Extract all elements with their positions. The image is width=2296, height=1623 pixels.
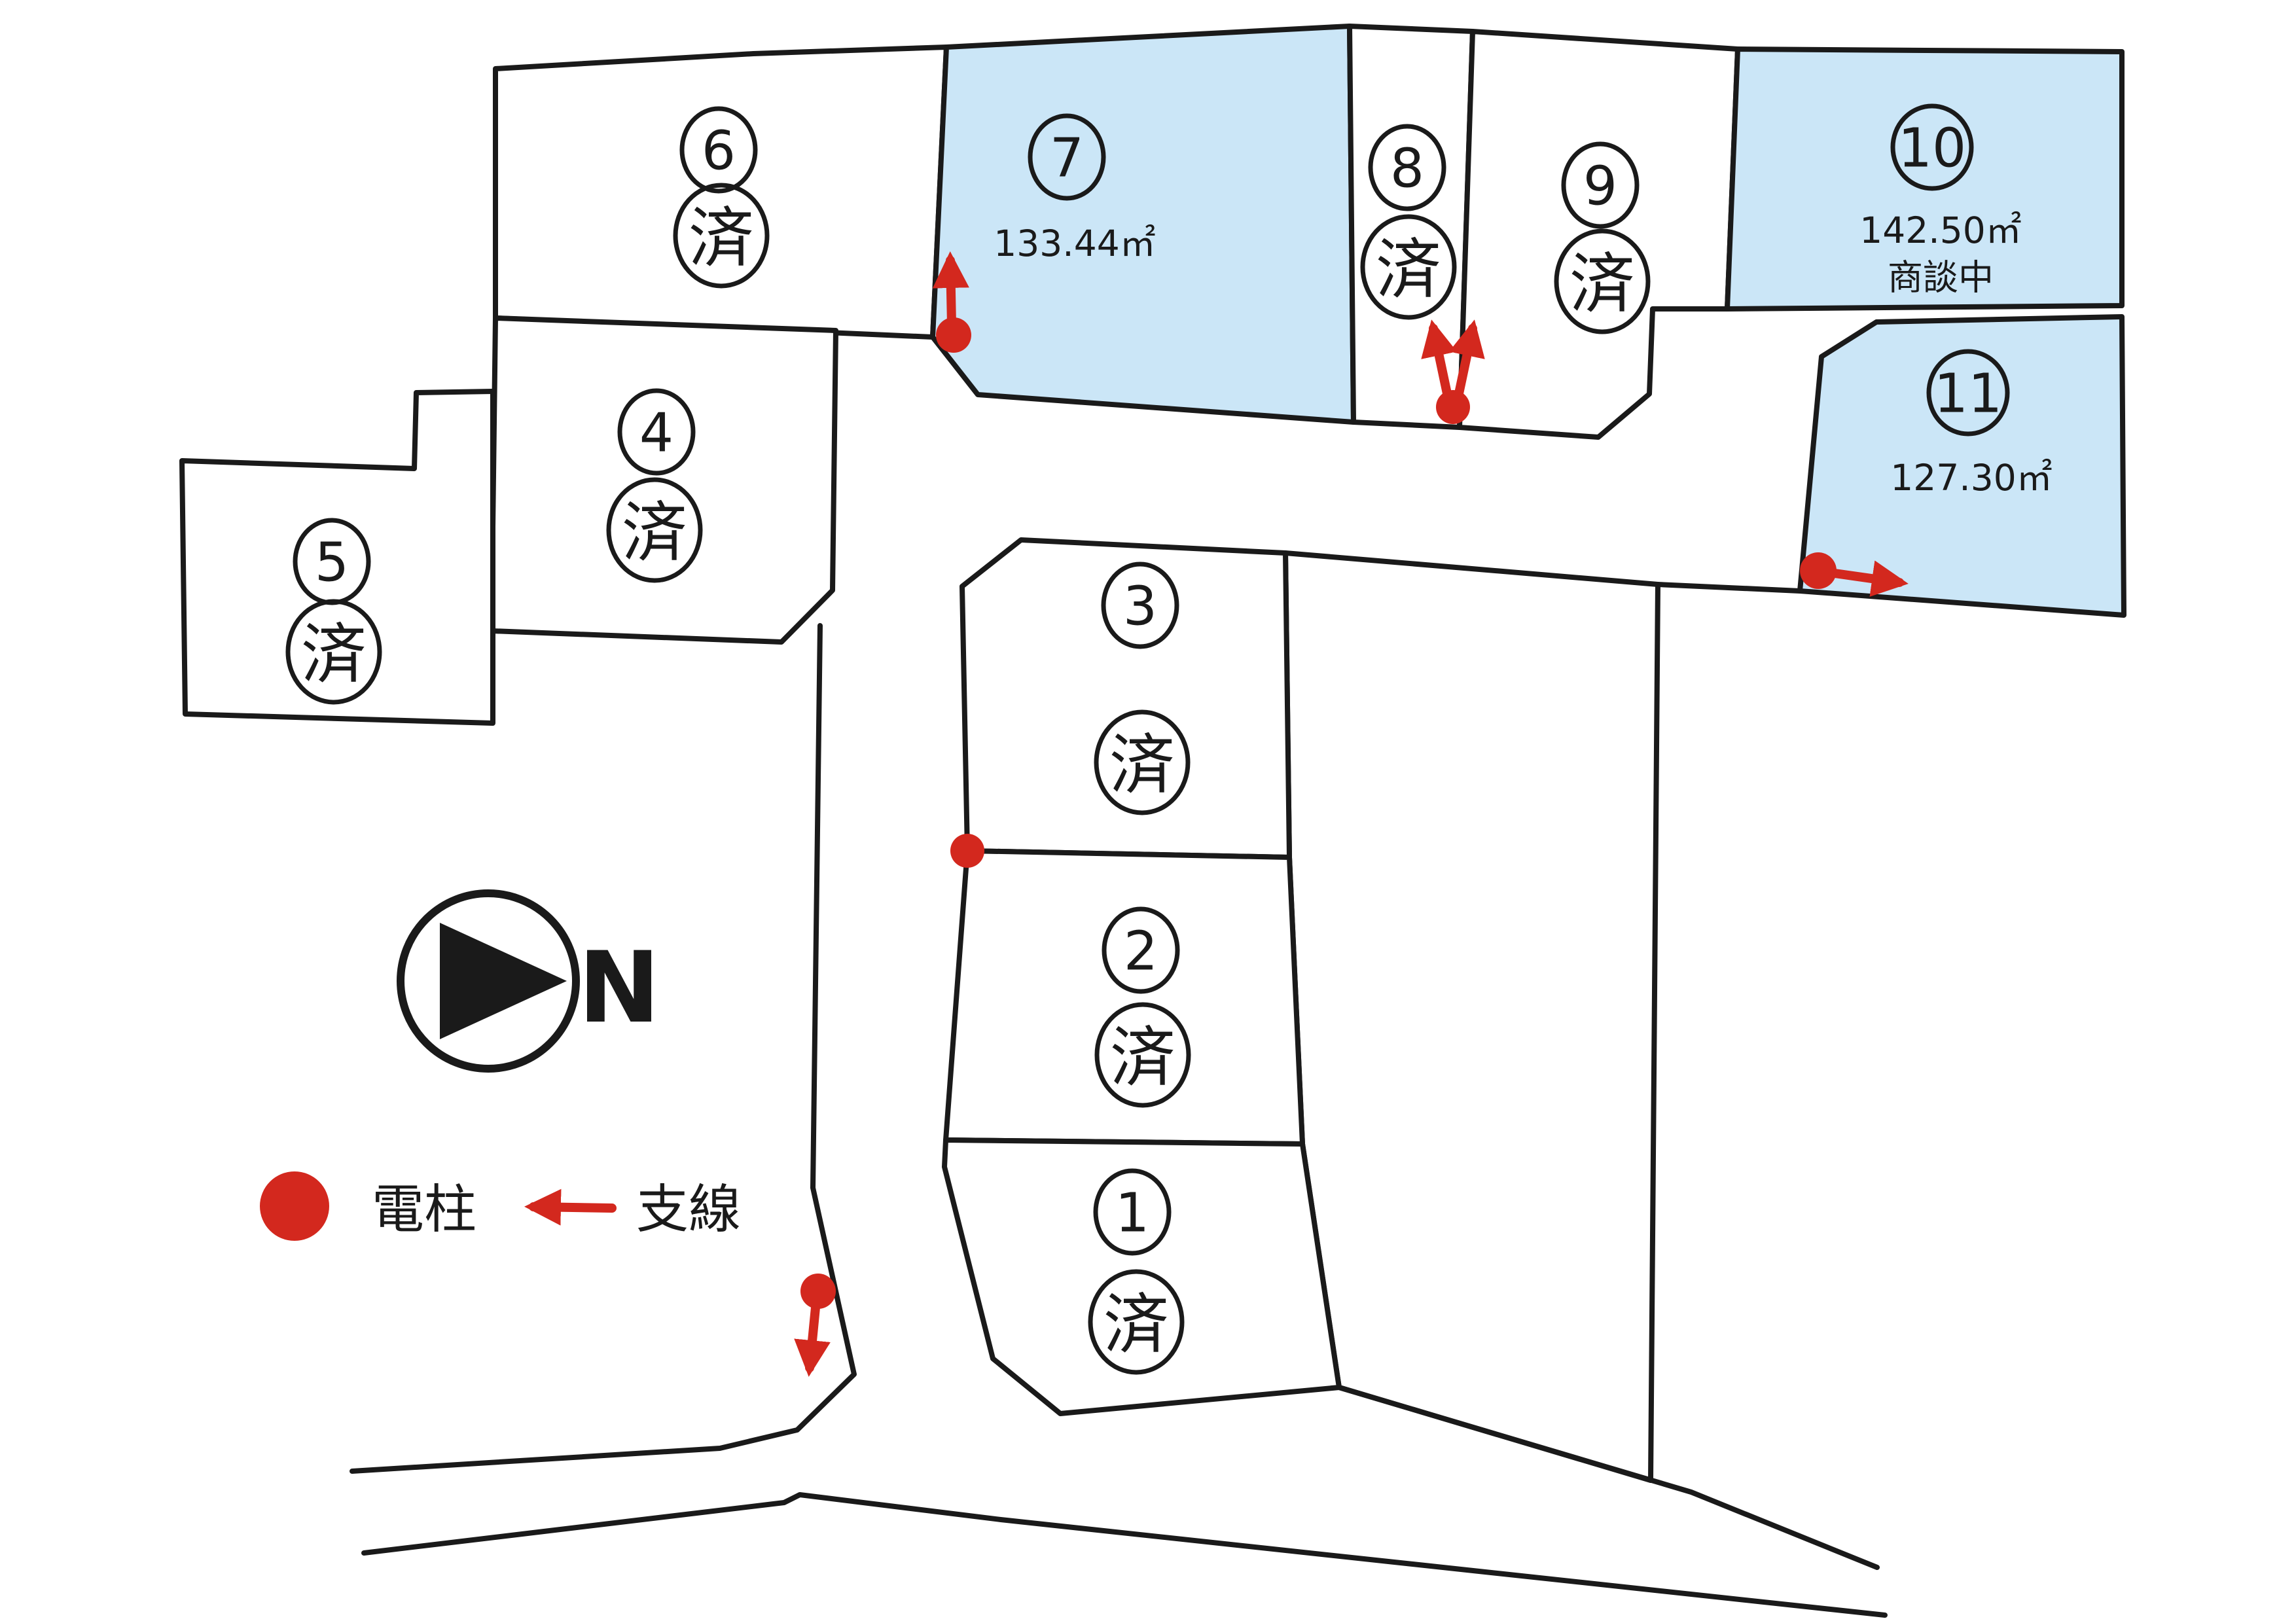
pole-dot-lot2-3	[950, 834, 984, 868]
legend-pole-label: 電柱	[372, 1179, 476, 1240]
lot-2-number: 2	[1124, 921, 1158, 983]
guy-wire-lot8	[1421, 319, 1458, 401]
guy-wire-lot7	[932, 251, 969, 329]
lot-9-status: 済	[1570, 246, 1635, 323]
lot-1: 1 済	[942, 1137, 1342, 1416]
lot-4-number-circle	[617, 388, 696, 476]
utility-pole-lot11	[1800, 552, 1909, 597]
utility-pole-road	[794, 1274, 836, 1377]
road-edge-vertical-left	[350, 623, 857, 1474]
compass-triangle-icon	[440, 923, 567, 1039]
road-edge-right-of-lot11	[1655, 582, 1803, 594]
lot-3-number-circle	[1101, 562, 1179, 649]
lot-2-status-circle	[1094, 1002, 1191, 1108]
pole-dot-lot8-9	[1436, 390, 1470, 424]
north-compass: N	[397, 889, 660, 1073]
lot-1-number: 1	[1115, 1183, 1149, 1245]
road-edge-bottom-lower	[361, 1492, 1888, 1618]
lot-3: 3 済	[960, 537, 1292, 860]
lot-7-area: 133.44㎡	[994, 223, 1155, 264]
legend-guy-wire-icon	[524, 1188, 617, 1226]
lot-3-status-circle	[1094, 709, 1191, 815]
lot-1-status-circle	[1088, 1269, 1185, 1375]
lot-7-parcel	[930, 24, 1356, 425]
lot-10-parcel	[1725, 46, 2125, 312]
lot-6: 6 済	[493, 45, 949, 340]
lot-3-number: 3	[1123, 576, 1157, 638]
utility-pole-lot8-9	[1421, 319, 1485, 424]
lot-2-number-circle	[1102, 906, 1180, 994]
lot-8-parcel	[1347, 24, 1475, 430]
lot-11-parcel	[1797, 314, 2126, 618]
lot-5: 5 済	[179, 389, 495, 726]
lot-10-area: 142.50㎡	[1859, 209, 2021, 251]
lot-5-number: 5	[315, 532, 349, 594]
lot-11-number-circle	[1926, 349, 2010, 437]
lot-8-number-circle	[1368, 124, 1446, 211]
lot-5-parcel	[179, 389, 495, 726]
lot-8-number: 8	[1390, 138, 1424, 200]
lot-8-status: 済	[1376, 232, 1441, 308]
lot-9-number: 9	[1583, 156, 1617, 218]
lot-10-note: 商談中	[1888, 257, 1994, 298]
lot-11: 11 127.30㎡	[1797, 314, 2126, 618]
lot-6-status-circle	[673, 183, 770, 289]
lot-9-parcel	[1457, 29, 1740, 440]
lot-5-status: 済	[301, 616, 367, 693]
lot-9: 9 済	[1457, 29, 1740, 440]
guy-wire-road	[794, 1303, 831, 1377]
lot-8: 8 済	[1347, 24, 1475, 430]
utility-pole-lot7	[932, 251, 971, 353]
lot-7-number: 7	[1050, 128, 1084, 190]
lot-1-parcel	[942, 1137, 1342, 1416]
lot-9-number-circle	[1561, 141, 1640, 229]
lot-4-status-circle	[606, 477, 703, 583]
lot-5-status-circle	[285, 599, 382, 705]
pole-dot-lot11	[1800, 552, 1837, 589]
legend: 電柱 支線	[260, 1171, 741, 1241]
lot-10: 10 142.50㎡ 商談中	[1725, 46, 2125, 312]
road-edge-bottom-upper	[1336, 1385, 1880, 1570]
lot-4-number: 4	[639, 402, 673, 465]
lot-4: 4 済	[489, 315, 838, 645]
compass-north-label: N	[578, 931, 660, 1045]
lot-6-number: 6	[702, 120, 736, 183]
lot-1-status: 済	[1103, 1287, 1169, 1363]
pole-dot-lot7	[936, 317, 971, 353]
lot-11-area: 127.30㎡	[1890, 457, 2052, 499]
lot-1-number-circle	[1093, 1168, 1172, 1256]
lot-4-status: 済	[622, 495, 687, 571]
legend-pole-icon	[260, 1171, 329, 1241]
lot-7: 7 133.44㎡	[930, 24, 1356, 425]
compass-circle	[397, 889, 580, 1073]
lot-3-status: 済	[1109, 727, 1175, 804]
lot-6-number-circle	[679, 106, 758, 194]
lot-8-status-circle	[1360, 214, 1457, 320]
lot-2-status: 済	[1110, 1020, 1175, 1096]
legend-guy-wire-label: 支線	[636, 1179, 741, 1240]
pole-dot-road	[800, 1274, 836, 1309]
unlabeled-parcel	[1283, 550, 1660, 1483]
lot-7-number-circle	[1028, 113, 1106, 201]
lot-11-number: 11	[1934, 363, 2002, 425]
utility-pole-lot2-3	[950, 834, 984, 868]
lot-2: 2 済	[943, 848, 1305, 1147]
guy-wire-lot11	[1825, 560, 1909, 597]
lot-10-number-circle	[1890, 103, 1974, 191]
lot-10-number: 10	[1898, 118, 1966, 180]
lot-9-status-circle	[1554, 228, 1651, 334]
lot-6-status: 済	[689, 200, 754, 277]
guy-wire-lot9	[1448, 319, 1485, 401]
